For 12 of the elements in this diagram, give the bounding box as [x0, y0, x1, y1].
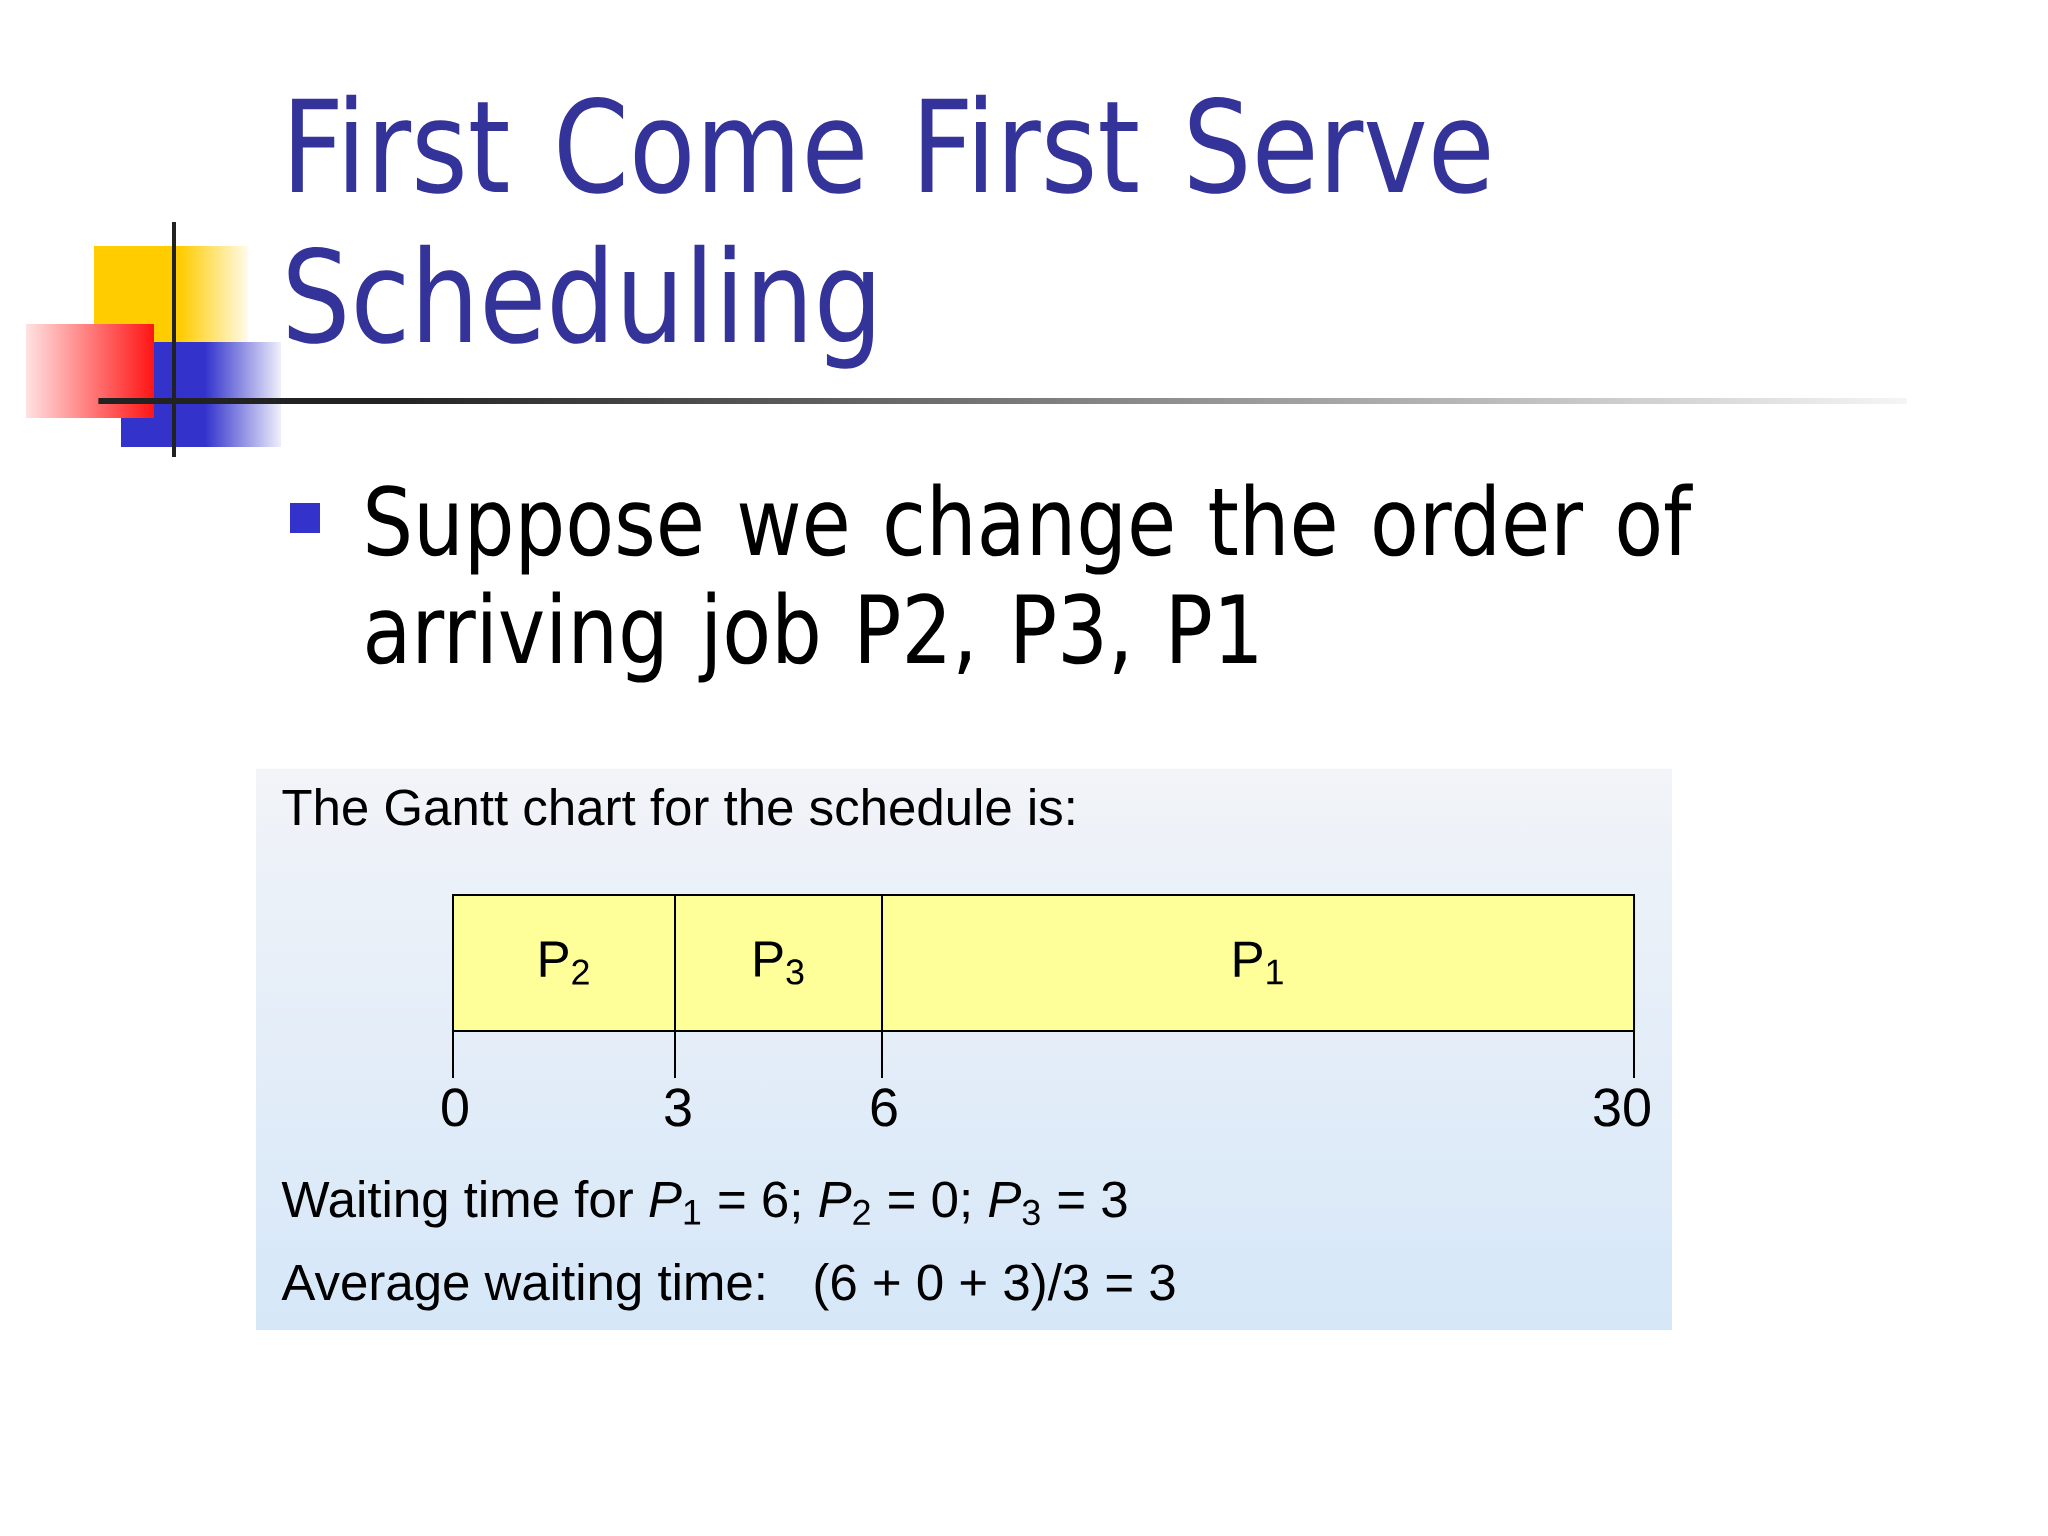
slide-title: First Come First Serve Scheduling — [288, 94, 1489, 369]
tick-label: 0 — [442, 1088, 468, 1127]
bullet-text: Suppose we change the order of arriving job P2, P3, P1 — [367, 483, 1693, 683]
heading-text: The Gantt chart for the schedule is: — [282, 788, 1074, 826]
result-text: Waiting time for P$_{1}$ = 6; P$_{2}$ = 0; P$_{3}$ = 3 — [281, 1180, 1127, 1228]
formula-text: (6 + 0 + 3)/3 = 3 — [815, 1263, 1175, 1311]
result-text: Average waiting time: — [281, 1263, 764, 1311]
gantt-segment: P$_{3}$ — [674, 894, 883, 1032]
gantt-segment: P$_{2}$ — [452, 894, 676, 1032]
tick-label: 3 — [665, 1088, 691, 1127]
tick-label: 6 — [871, 1088, 897, 1127]
tick-label: 30 — [1594, 1088, 1650, 1127]
